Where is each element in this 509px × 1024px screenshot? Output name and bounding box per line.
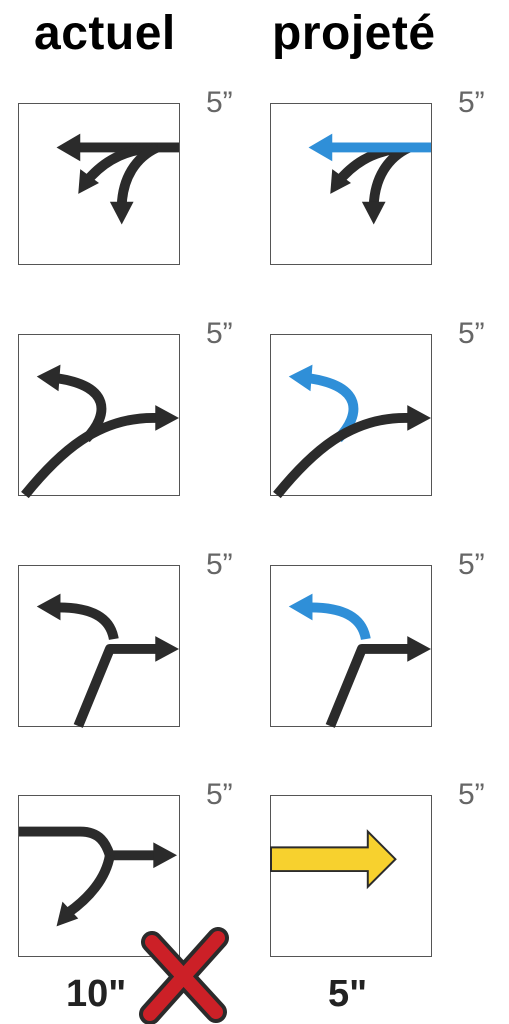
time-row1-projected: 5” [458, 86, 485, 119]
time-row2-current: 5” [206, 317, 233, 350]
time-row1-current: 5” [206, 86, 233, 119]
sign-row3-projected [270, 565, 432, 728]
time-row3-projected: 5” [458, 548, 485, 581]
sign-row2-current [18, 334, 180, 499]
bear-right-with-left-branch-icon [21, 364, 179, 499]
sign-row1-projected [270, 103, 432, 265]
total-current: 10" [66, 973, 127, 1015]
red-cross-icon [139, 927, 229, 1024]
time-row4-current: 5” [206, 778, 233, 811]
sign-row1-current [18, 103, 180, 265]
straight-up-right-with-blue-left-branch-icon [288, 593, 431, 728]
time-row2-projected: 5” [458, 317, 485, 350]
straight-up-right-with-left-branch-icon [36, 593, 179, 728]
time-row3-current: 5” [206, 548, 233, 581]
yellow-right-arrow-icon [270, 829, 397, 890]
left-arrow-with-two-lower-left-branches-icon [56, 133, 179, 225]
heading-projected: projeté [272, 7, 436, 60]
sign-row2-projected [270, 334, 432, 499]
bear-right-with-blue-left-branch-icon [273, 364, 431, 499]
fork-right-and-down-icon [19, 826, 178, 927]
sign-row4-projected [270, 795, 432, 957]
heading-current: actuel [34, 7, 176, 60]
total-projected: 5" [328, 973, 368, 1015]
time-row4-projected: 5” [458, 778, 485, 811]
sign-row4-current [18, 795, 180, 957]
left-arrow-blue-with-two-lower-left-branches-icon [308, 133, 431, 225]
sign-row3-current [18, 565, 180, 728]
